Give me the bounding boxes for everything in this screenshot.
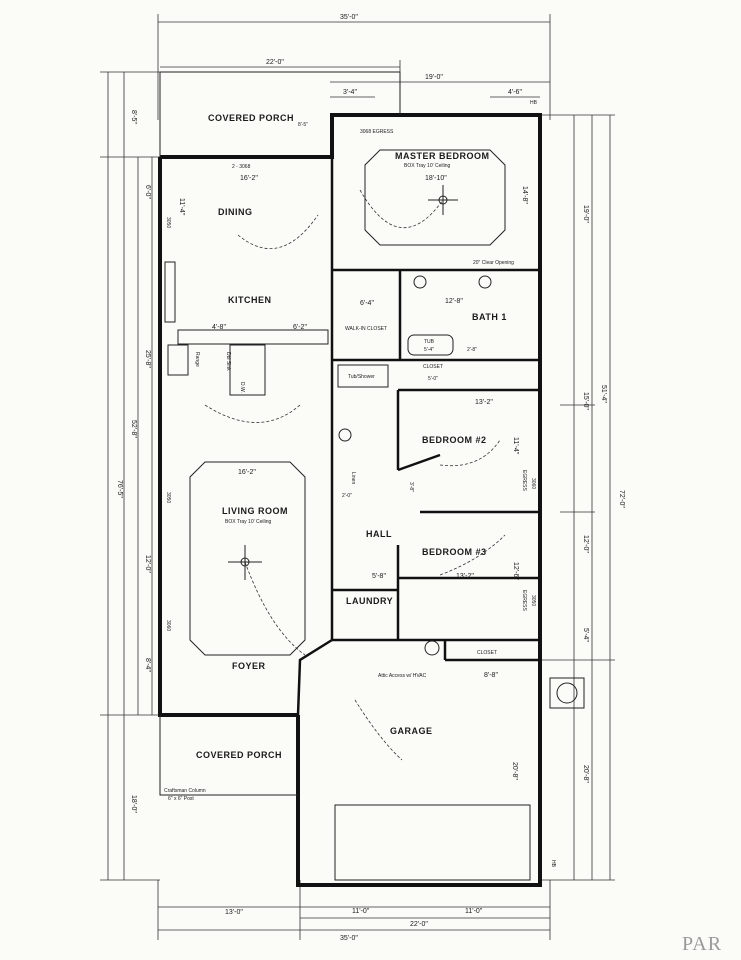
dim-tub: 5'-4" — [424, 347, 434, 353]
dim-left-kitchen: 25'-8" — [144, 350, 151, 368]
dim-right-c: 12'-0" — [582, 535, 589, 553]
dim-bottom-c: 11'-0" — [352, 908, 370, 915]
dim-left-porch-top: 8'-5" — [130, 110, 137, 124]
note-tub-shower: Tub/Shower — [348, 374, 375, 380]
dim-right-a: 19'-0" — [582, 205, 589, 223]
dim-bed2-h: 11'-4" — [512, 437, 519, 455]
room-garage-closet: CLOSET — [477, 650, 497, 656]
room-bath1: BATH 1 — [472, 312, 507, 322]
note-tub: TUB — [424, 339, 435, 345]
room-bath-closet: CLOSET — [423, 364, 443, 370]
dim-top-porch: 22'-0" — [266, 59, 284, 66]
dim-hall-b: 3'-8" — [408, 482, 414, 492]
walls — [158, 71, 585, 887]
room-covered-porch-bottom: COVERED PORCH — [196, 750, 282, 760]
dim-left-a: 8'-4" — [144, 658, 151, 672]
dim-bottom-total: 35'-0" — [340, 935, 358, 942]
note-egress-bed3: EGRESS — [521, 590, 527, 612]
room-kitchen: KITCHEN — [228, 295, 272, 305]
dim-bath-c: 5'-0" — [428, 376, 438, 382]
dim-master-h: 14'-8" — [521, 186, 528, 204]
note-dw: D.W. — [239, 382, 245, 393]
dim-bed3-h: 12'-6" — [512, 562, 519, 580]
dim-garage-inner: 20'-8" — [511, 762, 518, 780]
room-dining: DINING — [218, 207, 253, 217]
window-label-b: 3050 — [165, 492, 171, 503]
room-covered-porch-top: COVERED PORCH — [208, 113, 294, 123]
window-label-d: 3060 — [530, 478, 536, 489]
dim-left-porch-bottom: 18'-0" — [130, 795, 137, 813]
dim-right-garage: 20'-8" — [582, 765, 589, 783]
master-ceiling-note: BOX Tray 10' Ceiling — [404, 163, 450, 169]
dim-living-w: 16'-2" — [238, 469, 256, 476]
room-garage: GARAGE — [390, 726, 433, 736]
note-column: Craftsman Column — [164, 788, 206, 794]
dim-bed2-w: 13'-2" — [475, 399, 493, 406]
dim-bath-b: 2'-8" — [467, 347, 477, 353]
room-hall: HALL — [366, 529, 392, 539]
dim-bottom-d: 11'-0" — [465, 908, 483, 915]
dim-top-a: 3'-4" — [343, 89, 357, 96]
dim-dining-h: 11'-4" — [178, 198, 185, 216]
watermark: PAR — [682, 933, 722, 955]
dim-kitchen-a: 4'-8" — [212, 324, 226, 331]
dimension-lines — [100, 14, 615, 940]
dim-top-right: 19'-0" — [425, 74, 443, 81]
dim-dining-w: 16'-2" — [240, 175, 258, 182]
dim-left-living: 12'-0" — [144, 555, 151, 573]
room-bedroom2: BEDROOM #2 — [422, 435, 487, 445]
dim-top-b: 4'-6" — [508, 89, 522, 96]
dim-master-w: 18'-10" — [425, 175, 447, 182]
room-foyer: FOYER — [232, 661, 266, 671]
hb-top: HB — [530, 100, 538, 106]
living-ceiling-note: BOX Tray 10' Ceiling — [225, 519, 271, 525]
room-living-room: LIVING ROOM — [222, 506, 288, 516]
dim-right-overall: 72'-0" — [618, 490, 625, 508]
note-linen: Linen — [350, 472, 356, 484]
dim-garage-closet: 8'-8" — [484, 672, 498, 679]
note-clear-opening: 20" Clear Opening — [473, 260, 514, 266]
window-label-e: 3050 — [530, 595, 536, 606]
dim-kitchen-b: 6'-2" — [293, 324, 307, 331]
window-label-a: 3050 — [165, 217, 171, 228]
dim-left-main: 52'-8" — [130, 420, 137, 438]
hb-bottom: HB — [550, 860, 556, 868]
dim-right-main: 51'-4" — [600, 385, 607, 403]
dim-left-b: 6'-0" — [144, 185, 151, 199]
note-egress-master: 3068 EGRESS — [360, 129, 394, 135]
dim-top-total: 35'-0" — [340, 14, 358, 21]
dim-bottom-b: 22'-0" — [410, 921, 428, 928]
note-attic: Attic Access w/ HVAC — [378, 673, 427, 679]
dim-closet-w: 6'-4" — [360, 300, 374, 307]
note-sink: Dbl Sink — [225, 352, 231, 371]
dim-porch-opening: 8'-5" — [298, 122, 308, 128]
dim-bath-w: 12'-8" — [445, 298, 463, 305]
note-post: 6" x 6" Post — [168, 796, 194, 802]
dim-right-d: 5'-4" — [582, 628, 589, 642]
note-range: Range — [194, 352, 200, 367]
room-bedroom3: BEDROOM #3 — [422, 547, 487, 557]
dim-bottom-a: 13'-0" — [225, 909, 243, 916]
room-laundry: LAUNDRY — [346, 596, 393, 606]
dim-laundry-w: 5'-8" — [372, 573, 386, 580]
window-label-c: 3060 — [165, 620, 171, 631]
note-door-dining: 2 - 3068 — [232, 164, 251, 170]
dim-hall-a: 2'-0" — [342, 493, 352, 499]
dim-right-b: 15'-0" — [582, 392, 589, 410]
dim-left-overall: 76'-5" — [116, 480, 123, 498]
note-egress-bed2: EGRESS — [521, 470, 527, 492]
dim-bed3-w: 13'-2" — [456, 573, 474, 580]
room-master-bedroom: MASTER BEDROOM — [395, 151, 490, 161]
room-walk-in-closet: WALK-IN CLOSET — [345, 326, 387, 332]
